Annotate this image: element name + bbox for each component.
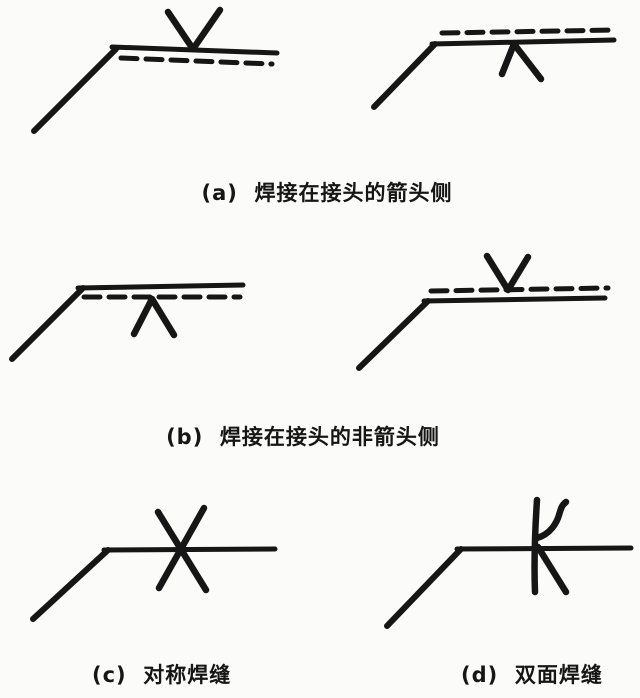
double-bevel-k-symbol: [533, 498, 570, 542]
leader-line: [356, 298, 431, 371]
reference-line: [75, 282, 246, 291]
v-groove-symbol: [498, 40, 545, 83]
reference-line: [421, 295, 608, 304]
panel-b-left: [9, 282, 246, 362]
v-groove-symbol: [164, 6, 224, 53]
panel-b-right: [356, 252, 611, 371]
v-groove-symbol: [483, 252, 532, 294]
panel-c: [30, 504, 278, 622]
reference-line: [429, 37, 617, 47]
double-bevel-k-symbol: [534, 543, 570, 596]
reference-line: [454, 545, 634, 552]
caption-b: (b) 焊接在接头的非箭头侧: [166, 425, 440, 449]
symmetric-weld-x-symbol: [155, 504, 208, 592]
leader-line: [30, 547, 111, 622]
leader-line: [371, 41, 438, 110]
reference-line: [101, 546, 278, 553]
panel-d: [384, 496, 634, 629]
caption-d: (d) 双面焊缝: [461, 663, 603, 687]
identification-dashed-line: [428, 285, 611, 294]
leader-line: [384, 546, 464, 629]
panel-a-right: [371, 27, 619, 110]
identification-dashed-line: [439, 27, 619, 36]
panel-a-left: [31, 6, 280, 134]
identification-dashed-line: [118, 55, 275, 67]
caption-c: (c) 对称焊缝: [92, 663, 232, 687]
leader-line: [9, 285, 86, 362]
leader-line: [31, 46, 119, 134]
caption-a: (a) 焊接在接头的箭头侧: [201, 181, 453, 205]
v-groove-symbol: [130, 295, 178, 339]
